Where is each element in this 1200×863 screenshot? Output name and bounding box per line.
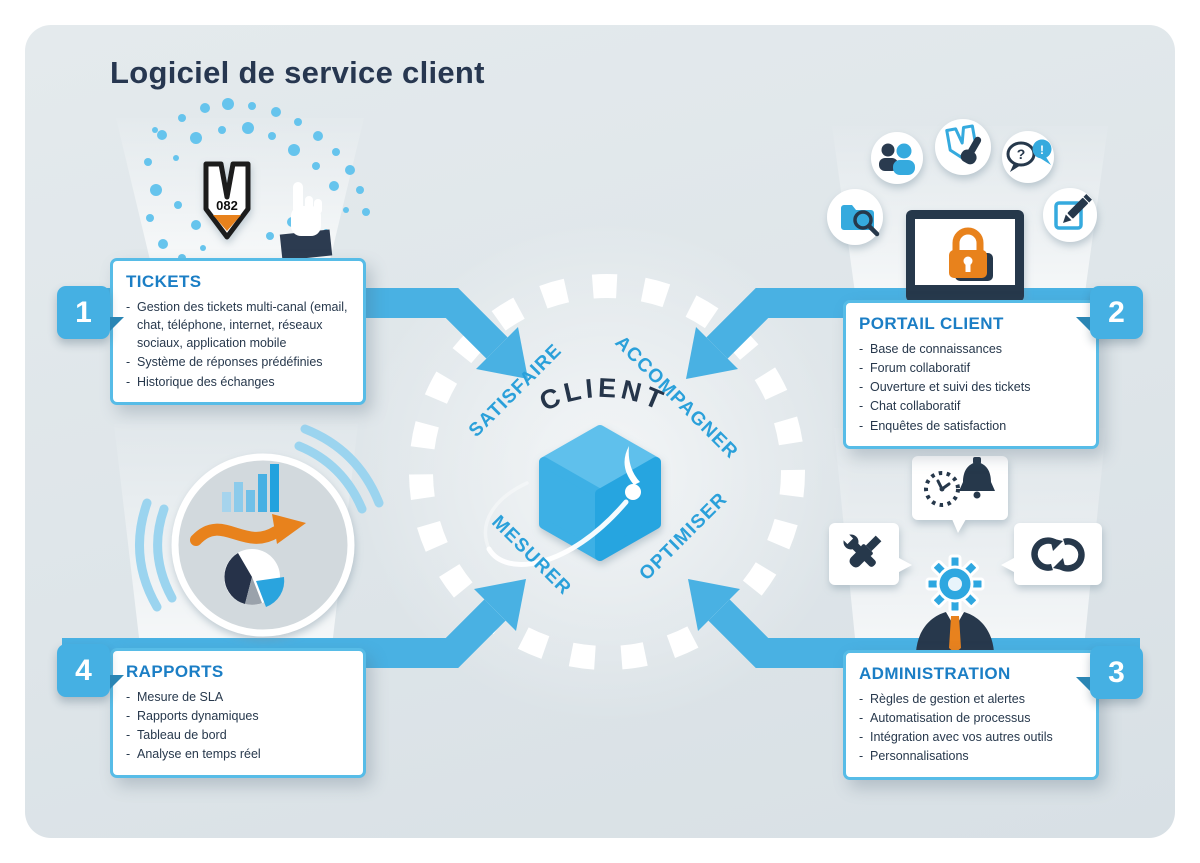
step-number: 1 (75, 295, 92, 329)
list-item: Chat collaboratif (859, 397, 1085, 415)
section-items: Gestion des tickets multi-canal (email, … (126, 298, 352, 391)
badge-fold (1076, 317, 1090, 331)
list-item: Enquêtes de satisfaction (859, 417, 1085, 435)
section-administration: ADMINISTRATION Règles de gestion et aler… (843, 650, 1099, 780)
page-title: Logiciel de service client (110, 55, 485, 90)
list-item: Système de réponses prédéfinies (126, 353, 352, 371)
list-item: Historique des échanges (126, 373, 352, 391)
step-number: 2 (1108, 295, 1125, 329)
badge-fold (1076, 677, 1090, 691)
list-item: Mesure de SLA (126, 688, 352, 706)
list-item: Forum collaboratif (859, 359, 1085, 377)
section-heading: RAPPORTS (126, 662, 224, 681)
step-number: 3 (1108, 655, 1125, 689)
step-badge-3: 3 (1076, 646, 1143, 699)
list-item: Gestion des tickets multi-canal (email, … (126, 298, 352, 352)
section-heading: PORTAIL CLIENT (859, 314, 1004, 333)
section-items: Mesure de SLARapports dynamiquesTableau … (126, 688, 352, 764)
list-item: Personnalisations (859, 747, 1085, 765)
list-item: Ouverture et suivi des tickets (859, 378, 1085, 396)
section-items: Base de connaissancesForum collaboratifO… (859, 340, 1085, 435)
list-item: Règles de gestion et alertes (859, 690, 1085, 708)
section-portail-client: PORTAIL CLIENT Base de connaissancesForu… (843, 300, 1099, 449)
list-item: Tableau de bord (126, 726, 352, 744)
step-badge-2: 2 (1076, 286, 1143, 339)
list-item: Intégration avec vos autres outils (859, 728, 1085, 746)
badge-fold (110, 675, 124, 689)
list-item: Analyse en temps réel (126, 745, 352, 763)
section-rapports: RAPPORTS Mesure de SLARapports dynamique… (110, 648, 366, 778)
badge-fold (110, 317, 124, 331)
section-tickets: TICKETS Gestion des tickets multi-canal … (110, 258, 366, 405)
step-badge-4: 4 (57, 644, 124, 697)
list-item: Base de connaissances (859, 340, 1085, 358)
section-heading: TICKETS (126, 272, 202, 291)
section-items: Règles de gestion et alertesAutomatisati… (859, 690, 1085, 766)
step-badge-1: 1 (57, 286, 124, 339)
section-heading: ADMINISTRATION (859, 664, 1011, 683)
step-number: 4 (75, 653, 92, 687)
list-item: Rapports dynamiques (126, 707, 352, 725)
list-item: Automatisation de processus (859, 709, 1085, 727)
